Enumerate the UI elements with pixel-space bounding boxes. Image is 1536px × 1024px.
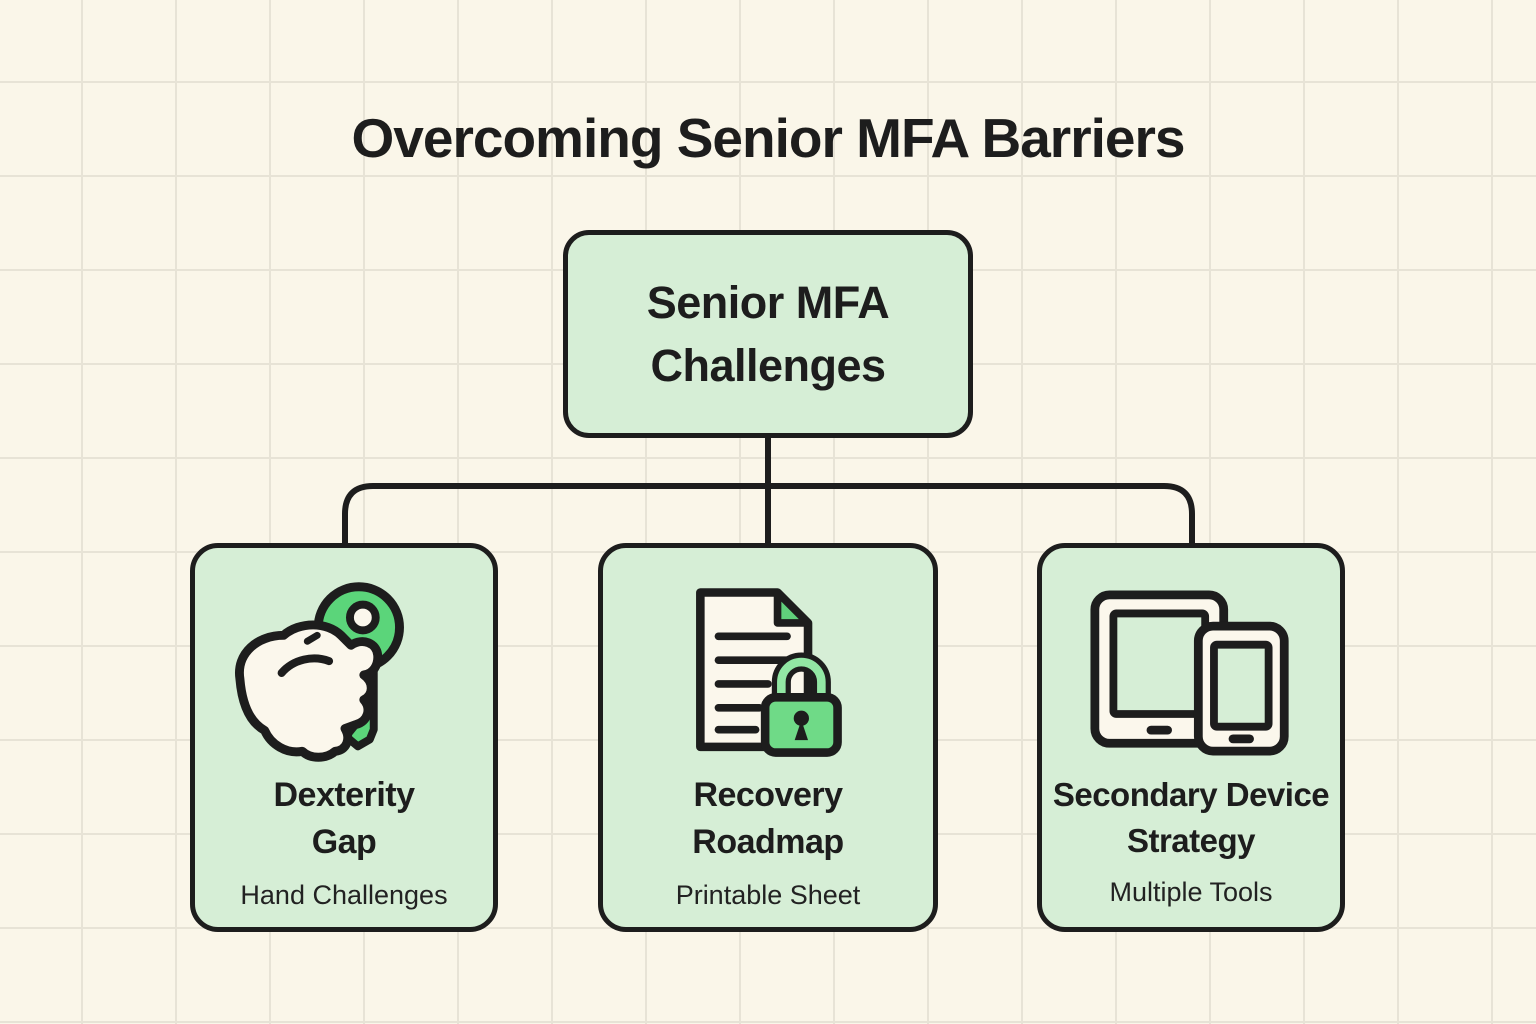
card-subtitle: Hand Challenges: [240, 879, 448, 910]
card-title: Secondary Device Strategy: [1052, 776, 1330, 859]
tablet-phone-icon: [1089, 574, 1294, 772]
root-node-label: Senior MFA Challenges: [646, 277, 890, 391]
card-title: Dexterity Gap: [273, 776, 415, 861]
card-subtitle: Printable Sheet: [675, 879, 861, 910]
card-title: Recovery Roadmap: [692, 776, 844, 861]
document-lock-icon: [687, 574, 849, 772]
card-secondary-device-strategy: Secondary Device Strategy Multiple Tools: [1037, 543, 1345, 932]
card-dexterity-gap: Dexterity Gap Hand Challenges: [190, 543, 498, 932]
card-recovery-roadmap: Recovery Roadmap Printable Sheet: [598, 543, 938, 932]
root-node-senior-mfa-challenges: Senior MFA Challenges: [563, 230, 973, 438]
page-title: Overcoming Senior MFA Barriers: [351, 107, 1186, 169]
connector-branch: [342, 483, 1195, 546]
hand-holding-key-icon: [230, 574, 458, 772]
card-subtitle: Multiple Tools: [1109, 877, 1273, 908]
